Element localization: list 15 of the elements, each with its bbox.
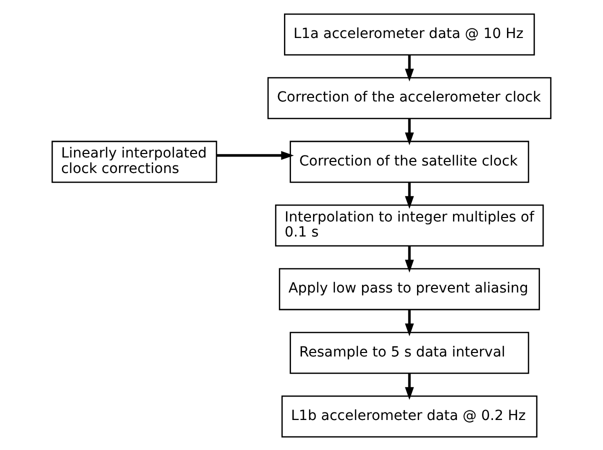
arrow (404, 182, 414, 208)
node-box: Linearly interpolated clock corrections (52, 140, 218, 182)
arrow (216, 150, 294, 160)
arrow (404, 246, 414, 272)
arrow (404, 309, 414, 336)
node-box: L1a accelerometer data @ 10 Hz (284, 12, 535, 55)
node-box: Resample to 5 s data interval (290, 331, 530, 374)
arrow (404, 118, 414, 145)
node-box: Correction of the satellite clock (290, 140, 530, 182)
node-box: Correction of the accelerometer clock (267, 76, 552, 119)
node-box: L1b accelerometer data @ 0.2 Hz (281, 395, 538, 438)
arrow (404, 372, 414, 400)
node-box: Apply low pass to prevent aliasing (278, 268, 540, 310)
arrow (404, 54, 414, 82)
node-box: Interpolation to integer multiples of 0.1 s (275, 204, 544, 246)
